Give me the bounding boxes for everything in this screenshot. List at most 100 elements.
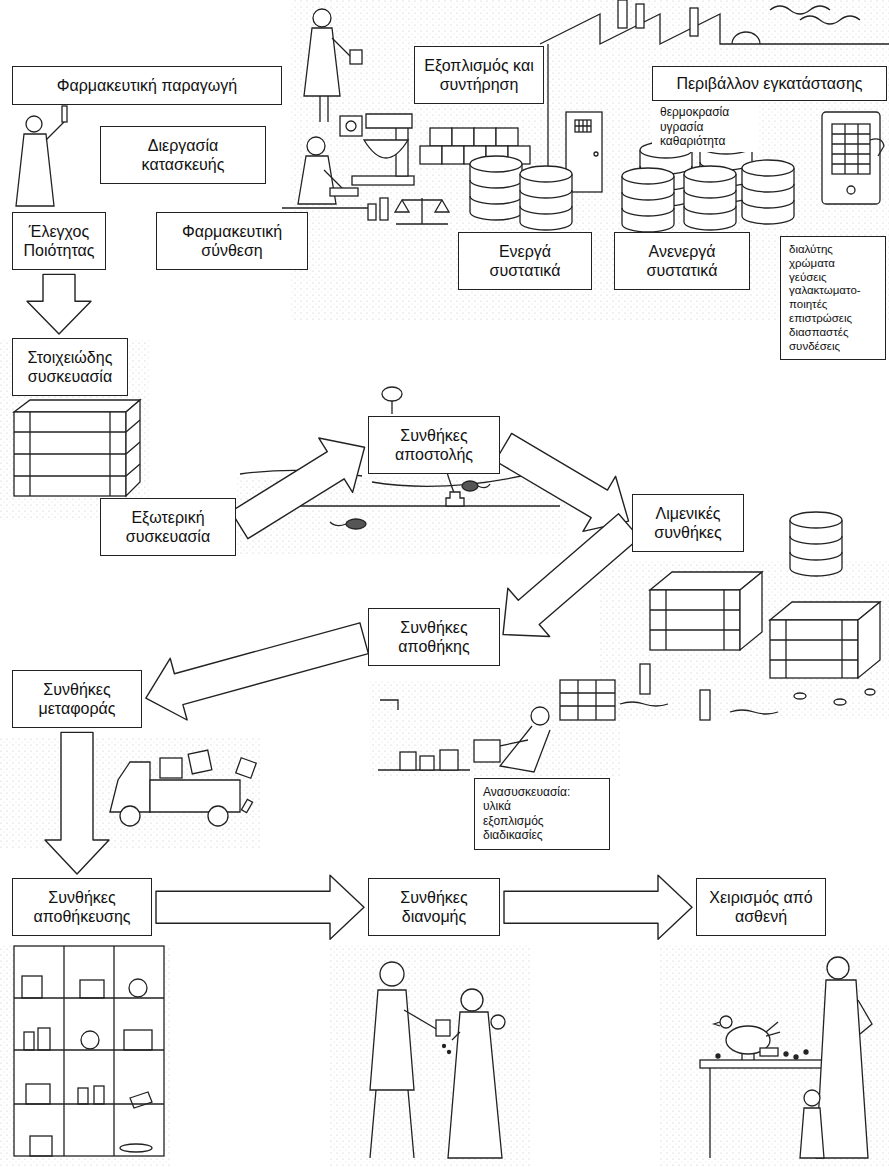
patient-scene-part: [714, 1022, 780, 1060]
mixer-and-scale-part: [430, 128, 452, 146]
box-label: Εξωτερική συσκευασία: [109, 508, 227, 546]
list-box: διαλύτης χρώματα γεύσεις γαλακτωματο-ποι…: [780, 236, 886, 360]
distribution-scene-part: [380, 962, 404, 986]
ship-scene-part: [462, 481, 478, 491]
drum-group-part: [470, 156, 522, 220]
box-label: Περιβάλλον εγκατάστασης: [652, 66, 887, 101]
factory-drawing-part: [636, 4, 644, 28]
patient-scene-part: [804, 1090, 820, 1106]
box-label: Ανασυσκευασία: υλικά εξοπλισμός διαδικασ…: [483, 785, 587, 843]
truck-drawing-part: [236, 758, 257, 779]
port-scene-part: [865, 689, 875, 695]
distribution-scene-part: [370, 990, 414, 1090]
port-scene-part: [620, 702, 778, 714]
ship-scene-part: [330, 522, 346, 526]
distribution-scene-part: [404, 1010, 438, 1030]
process-box: Ενεργά συστατικά: [458, 232, 592, 290]
port-scene-part: [650, 590, 740, 650]
port-scene-part: [700, 690, 710, 720]
factory-drawing-part: [822, 112, 880, 204]
worker-figures-part: [26, 116, 42, 132]
port-scene-part: [790, 512, 842, 576]
port-scene-part: [640, 664, 650, 694]
patient-scene-part: [784, 1052, 788, 1056]
ship-scene-part: [382, 387, 402, 401]
warehouse-scene-part: [420, 756, 434, 770]
worker-figures-part: [313, 9, 331, 27]
shelves-drawing-part: [120, 1144, 152, 1152]
truck-drawing-part: [120, 806, 140, 826]
distribution-scene-part: [436, 1020, 450, 1036]
process-box: Χειρισμός από ασθενή: [696, 878, 826, 936]
warehouse-scene-part: [560, 680, 615, 720]
factory-drawing-part: [690, 8, 698, 36]
process-box: Συνθήκες διανομής: [368, 878, 500, 936]
distribution-scene-part: [448, 1012, 502, 1158]
box-label: διαλύτης χρώματα γεύσεις γαλακτωματο-ποι…: [789, 243, 873, 353]
box-label: Συνθήκες διανομής: [377, 888, 491, 926]
truck-drawing-part: [150, 780, 240, 812]
stipple-shading-part: [600, 560, 889, 720]
mixer-and-scale-part: [380, 198, 388, 220]
crate-drawing-part: [14, 412, 126, 496]
worker-figures-part: [324, 170, 344, 190]
truck-drawing-part: [188, 750, 212, 774]
mixer-and-scale-part: [442, 146, 464, 164]
patient-scene-part: [800, 1108, 824, 1158]
distribution-scene-part: [452, 1032, 460, 1040]
worker-figures-part: [307, 137, 325, 155]
box-label: Ανενεργά συστατικά: [623, 242, 741, 280]
distribution-scene-part: [491, 1015, 505, 1029]
flow-arrow: [45, 732, 109, 874]
mixer-and-scale-part: [368, 204, 376, 220]
worker-figures-part: [62, 106, 67, 122]
shelves-drawing: [14, 946, 164, 1156]
shelves-drawing-part: [80, 980, 104, 998]
process-box: Έλεγχος Ποιότητας: [12, 212, 106, 270]
process-box: Συνθήκες αποθήκευσης: [12, 878, 152, 936]
flow-arrow: [231, 438, 365, 539]
process-box: Φαρμακευτική παραγωγή: [12, 66, 282, 105]
port-scene-part: [650, 590, 740, 650]
shelves-drawing-part: [124, 1030, 152, 1050]
mixer-and-scale-part: [420, 146, 442, 164]
factory-drawing-part: [618, 0, 627, 28]
crate-drawing-part: [14, 412, 126, 496]
flow-arrow: [503, 514, 639, 637]
mixer-and-scale-part: [364, 140, 408, 158]
process-box: Στοιχειώδης συσκευασία: [12, 338, 128, 396]
box-label: Διεργασία κατασκευής: [109, 136, 257, 174]
factory-drawing-part: [575, 120, 591, 132]
shelves-drawing-part: [30, 1136, 52, 1156]
distribution-scene-part: [461, 989, 483, 1011]
warehouse-scene-part: [531, 707, 549, 725]
truck-drawing-part: [208, 806, 228, 826]
shelves-drawing-part: [26, 1084, 50, 1104]
port-scene-part: [794, 693, 806, 699]
box-label: Συνθήκες αποθήκης: [377, 618, 491, 656]
patient-scene-part: [827, 957, 849, 979]
port-scene-part: [770, 620, 858, 678]
truck-drawing-part: [110, 762, 150, 812]
mixer-and-scale: [340, 114, 530, 224]
stipple-shading-part: [0, 738, 260, 848]
factory-drawing-part: [575, 120, 591, 132]
stipple-shading-part: [0, 944, 170, 1167]
mixer-and-scale-part: [474, 128, 496, 146]
box-label: Λιμενικές συνθήκες: [641, 504, 735, 542]
worker-figures-part: [350, 50, 362, 64]
worker-figures-part: [16, 134, 54, 206]
shelves-drawing-part: [24, 1032, 34, 1050]
process-box: Συνθήκες μεταφοράς: [12, 670, 142, 728]
process-box: Εξωτερική συσκευασία: [100, 498, 236, 556]
mixer-and-scale-part: [396, 198, 448, 224]
crate-drawing-part: [126, 420, 140, 476]
box-note: θερμοκρασία υγρασία καθαριότητα: [652, 101, 758, 152]
port-scene-part: [770, 620, 858, 678]
process-box: Ανενεργά συστατικά: [614, 232, 750, 290]
warehouse-scene-part: [560, 680, 615, 720]
stipple-shading-part: [660, 944, 889, 1167]
patient-scene: [700, 957, 872, 1158]
factory-drawing-part: [770, 6, 860, 24]
box-label: Έλεγχος Ποιότητας: [18, 222, 100, 260]
